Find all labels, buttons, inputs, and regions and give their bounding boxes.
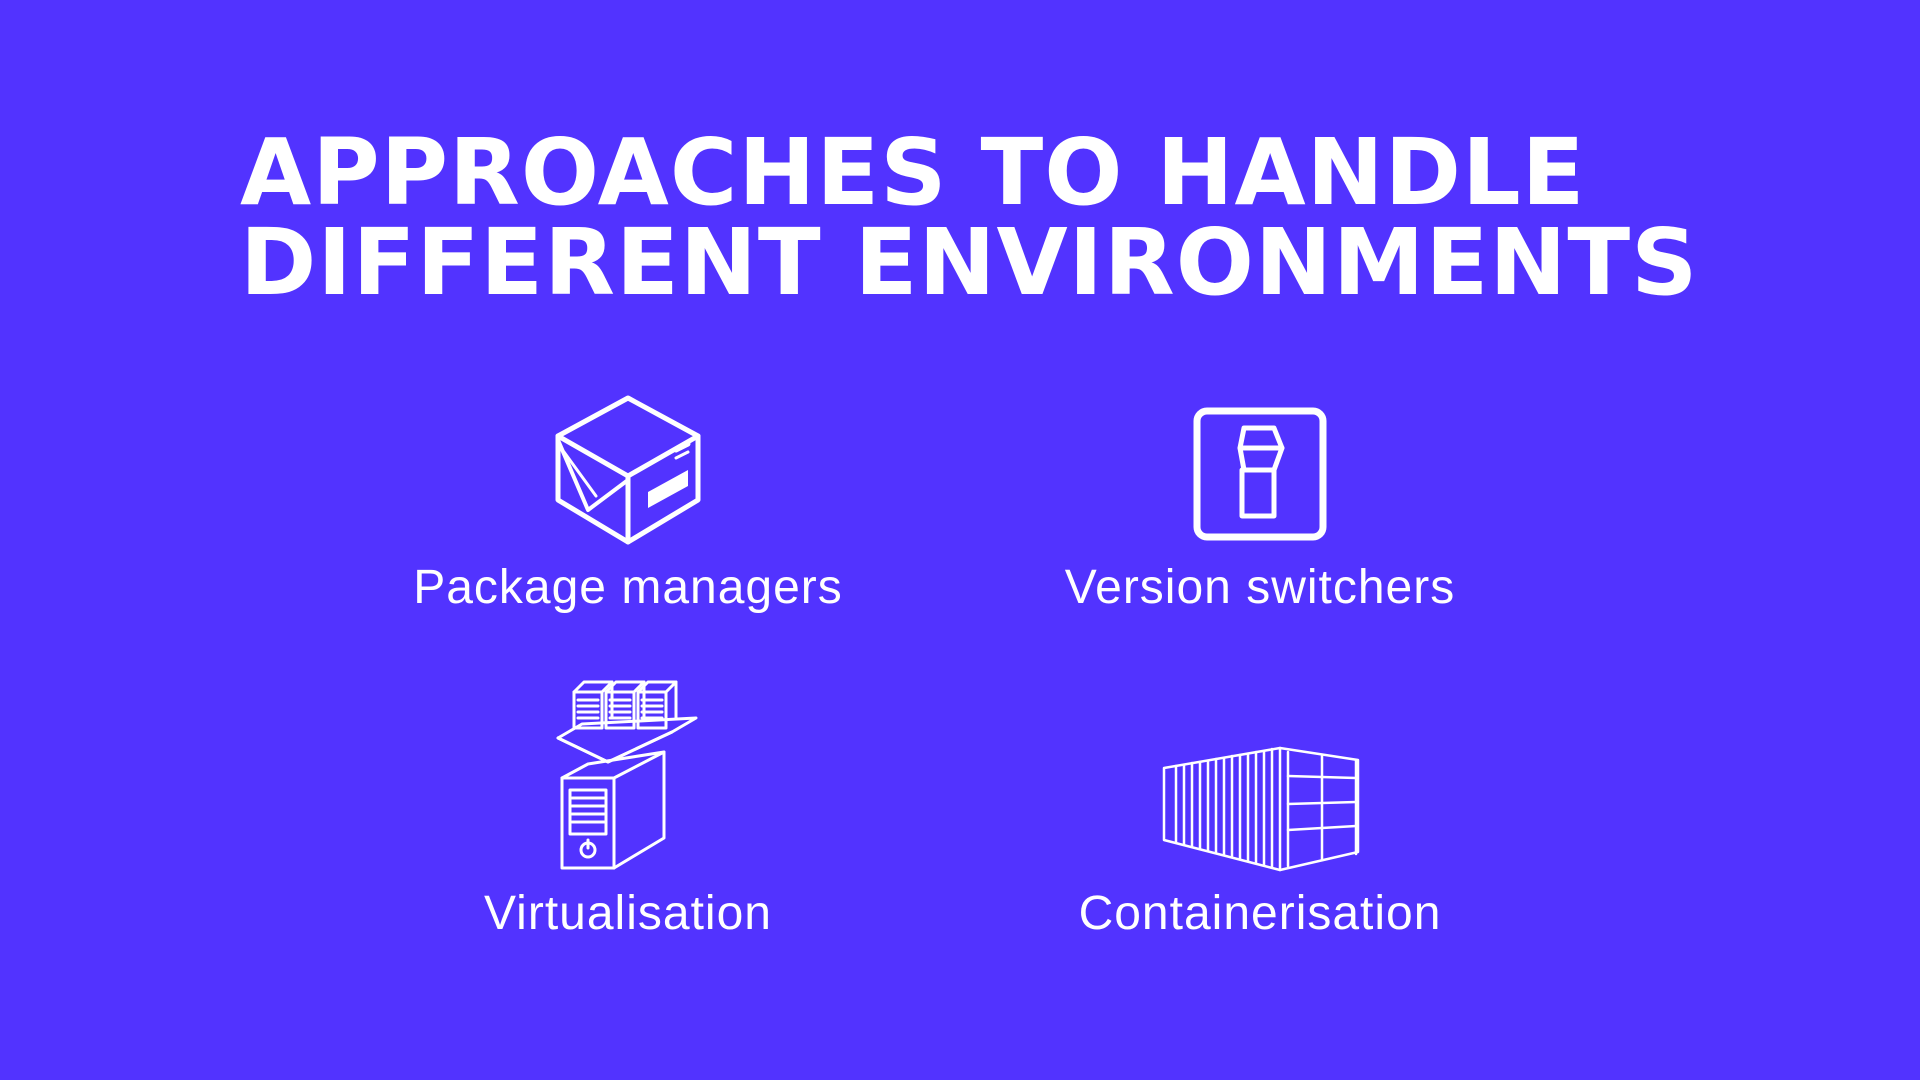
toggle-switch-icon <box>1193 407 1327 541</box>
item-label: Package managers <box>413 561 843 614</box>
item-version-switchers: Version switchers <box>940 390 1580 630</box>
item-package-managers: Package managers <box>308 390 948 630</box>
item-label: Containerisation <box>1078 887 1442 940</box>
item-label: Version switchers <box>1064 561 1456 614</box>
title-line-2: DIFFERENT ENVIRONMENTS <box>240 209 1699 316</box>
shipping-container-icon <box>1162 746 1360 872</box>
package-box-icon <box>555 395 701 545</box>
slide-title: APPROACHES TO HANDLE DIFFERENT ENVIRONME… <box>240 119 1800 316</box>
item-virtualisation: Virtualisation <box>308 670 948 950</box>
title-line-1: APPROACHES TO HANDLE <box>240 119 1586 226</box>
item-label: Virtualisation <box>484 887 772 940</box>
item-containerisation: Containerisation <box>940 670 1580 950</box>
server-virtualisation-icon <box>556 680 698 870</box>
